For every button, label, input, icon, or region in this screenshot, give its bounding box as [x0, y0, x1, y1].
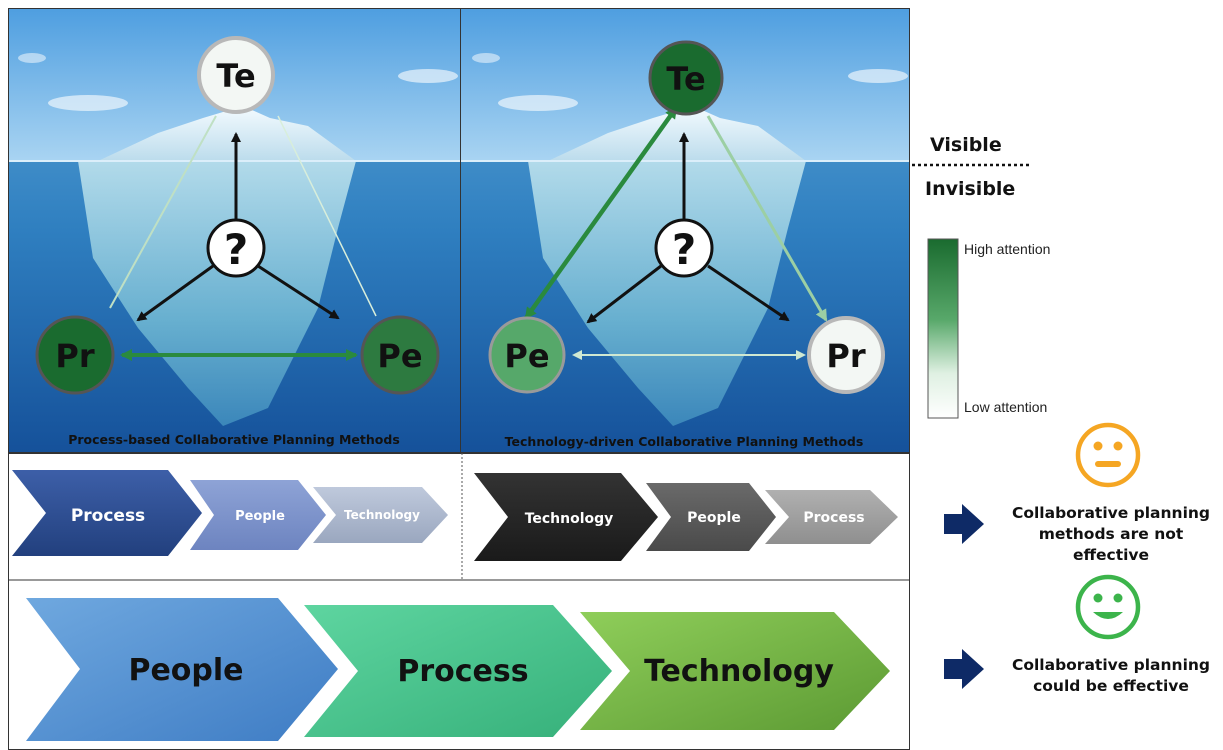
arrow-to-pe-right [586, 264, 662, 324]
svg-text:People: People [235, 509, 285, 524]
low-attention-label: Low attention [964, 399, 1048, 415]
high-attention-label: High attention [964, 241, 1051, 257]
attention-gradient-bar [927, 238, 959, 419]
chevron-technology: Technology [313, 487, 448, 543]
svg-text:Te: Te [216, 57, 255, 95]
chevron-technology-big: Technology [580, 612, 890, 730]
smiley-face-icon [1075, 574, 1141, 640]
visible-label: Visible [930, 134, 1002, 156]
question-node-right: ? [654, 218, 714, 278]
svg-text:People: People [128, 653, 243, 688]
neutral-face-icon [1075, 422, 1141, 488]
svg-text:?: ? [224, 225, 248, 274]
svg-text:Pr: Pr [55, 337, 94, 375]
node-pr-right: Pr [807, 316, 885, 394]
iceberg-panels: Te Pr Pe ? Te Pe Pr ? Process-based Coll… [8, 8, 910, 453]
caption-process-based: Process-based Collaborative Planning Met… [68, 432, 400, 447]
chevron-people-big: People [26, 598, 338, 741]
node-te-left: Te [197, 36, 275, 114]
edge-te-pe [277, 115, 377, 317]
edge-te-pr [706, 115, 828, 322]
arrow-to-pr-right [707, 264, 790, 322]
sequence-panels: Process People Technology Technology Peo… [8, 453, 910, 750]
chevron-technology-dark: Technology [474, 473, 658, 561]
node-pe-left: Pe [360, 315, 440, 395]
svg-text:Technology: Technology [525, 511, 614, 527]
svg-text:Process: Process [71, 506, 145, 526]
chevron-process-big: Process [304, 605, 612, 737]
svg-text:Pe: Pe [377, 337, 422, 375]
svg-text:People: People [687, 510, 741, 526]
invisible-label: Invisible [925, 178, 1016, 200]
svg-text:Technology: Technology [644, 654, 834, 689]
svg-text:Te: Te [666, 60, 705, 98]
arrow-right-icon [944, 504, 984, 544]
outcome-not-effective: Collaborative planning methods are not e… [1011, 504, 1211, 564]
node-pr-left: Pr [35, 315, 115, 395]
chevron-process: Process [12, 470, 202, 556]
svg-text:?: ? [672, 225, 696, 274]
question-node-left: ? [206, 218, 266, 278]
chevron-people: People [190, 480, 326, 550]
arrow-to-pe [257, 264, 340, 320]
waterline-divider [912, 163, 1030, 167]
node-pe-right: Pe [488, 316, 566, 394]
svg-text:Process: Process [397, 654, 528, 689]
chevron-process-dark: Process [765, 490, 898, 544]
svg-text:Pr: Pr [826, 337, 865, 375]
edge-pe-te [524, 106, 678, 320]
svg-text:Technology: Technology [344, 508, 420, 522]
node-te-right: Te [648, 40, 724, 116]
edge-pr-te [109, 115, 217, 309]
svg-text:Pe: Pe [504, 337, 549, 375]
chevron-people-dark: People [646, 483, 776, 551]
arrow-right-icon [944, 649, 984, 689]
caption-technology-driven: Technology-driven Collaborative Planning… [505, 434, 864, 449]
outcome-could-be-effective: Collaborative planning could be effectiv… [1011, 656, 1211, 695]
arrow-to-pr [136, 264, 214, 322]
svg-text:Process: Process [803, 510, 864, 526]
